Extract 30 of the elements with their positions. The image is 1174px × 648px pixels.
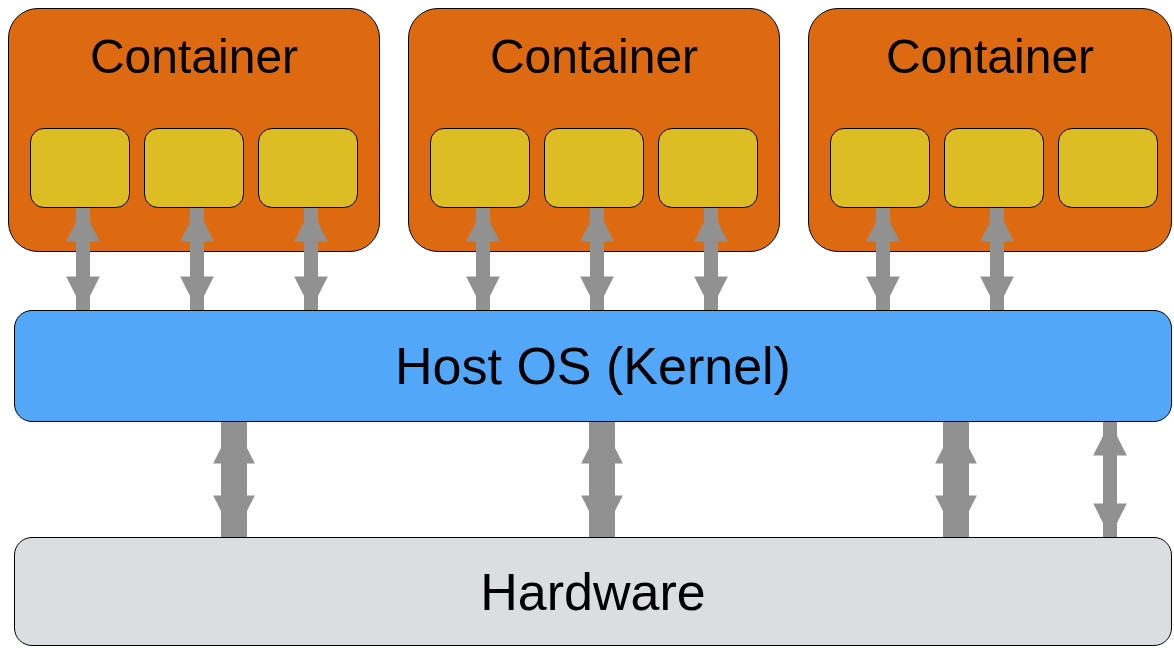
process-box: [544, 128, 644, 208]
double-arrow: [213, 422, 255, 537]
double-arrow: [466, 208, 500, 310]
process-box: [658, 128, 758, 208]
container-box: [808, 8, 1172, 252]
process-box: [30, 128, 130, 208]
double-arrow: [935, 422, 977, 537]
double-arrow: [581, 422, 623, 537]
container-box: [8, 8, 380, 252]
double-arrow: [1093, 422, 1127, 537]
double-arrow: [866, 208, 900, 310]
double-arrow: [694, 208, 728, 310]
process-box: [258, 128, 358, 208]
node-label: Hardware: [480, 565, 706, 618]
node-label: Container: [885, 33, 1095, 85]
hardware-bar: [14, 537, 1172, 646]
process-box: [830, 128, 930, 208]
process-box: [430, 128, 530, 208]
node-label: Container: [89, 33, 299, 85]
double-arrow: [66, 208, 100, 310]
process-box: [944, 128, 1044, 208]
double-arrow: [980, 208, 1014, 310]
process-box: [144, 128, 244, 208]
double-arrow: [180, 208, 214, 310]
node-label: Container: [489, 33, 699, 85]
process-box: [1058, 128, 1158, 208]
container-box: [408, 8, 780, 252]
host-os-bar: [14, 310, 1172, 422]
double-arrow: [294, 208, 328, 310]
double-arrow: [580, 208, 614, 310]
